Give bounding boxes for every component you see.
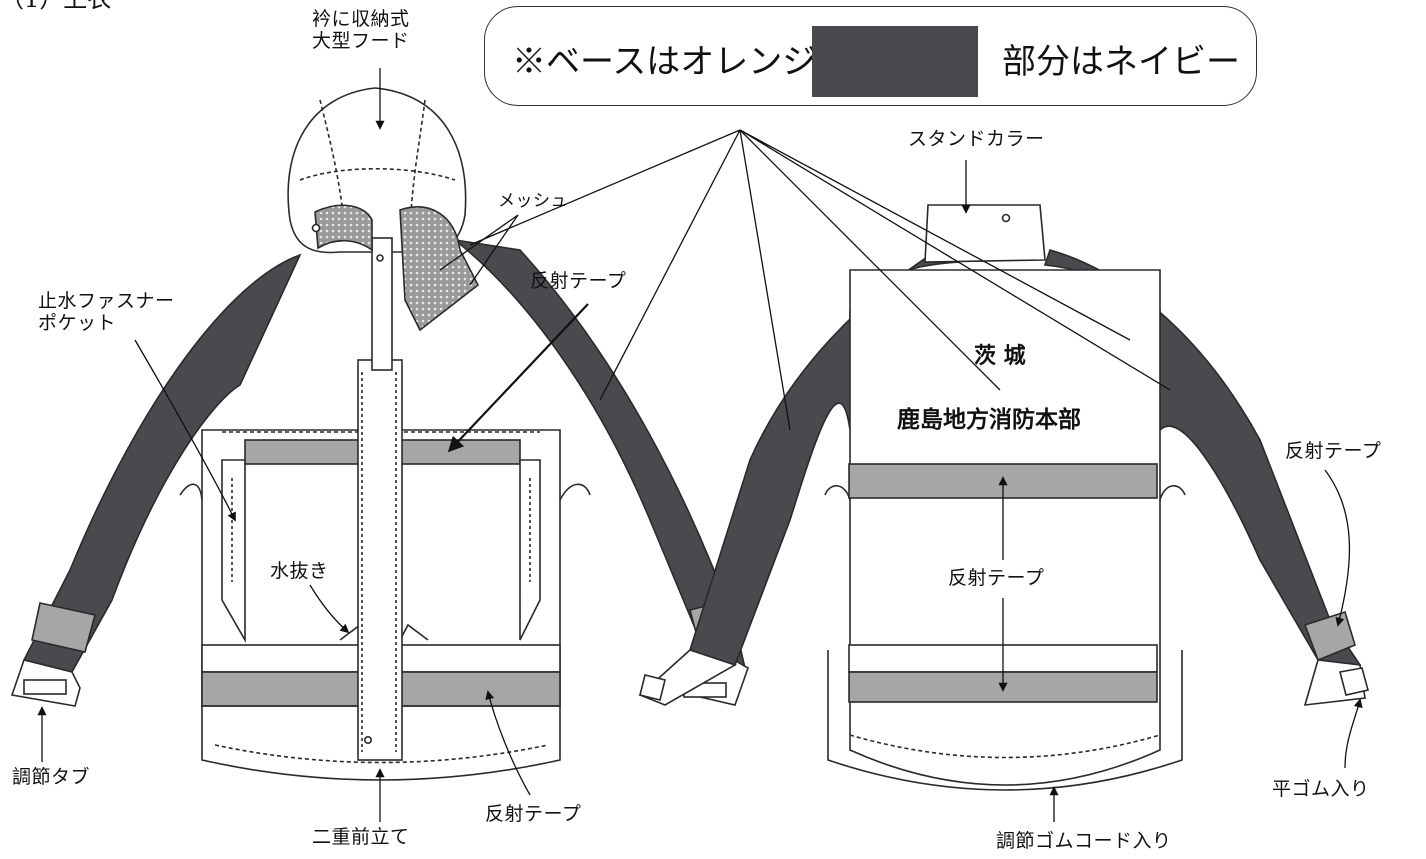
label-waterproof-pocket: 止水ファスナー ポケット bbox=[38, 290, 175, 334]
front-left-sleeve bbox=[22, 253, 302, 673]
label-adjust-tab: 調節タブ bbox=[12, 766, 91, 788]
label-reflective-cuff: 反射テープ bbox=[1285, 440, 1382, 462]
back-view bbox=[638, 204, 1369, 791]
mesh-panel-left bbox=[314, 204, 373, 252]
label-reflective-hem: 反射テープ bbox=[485, 803, 582, 825]
back-print-line1: 茨 城 bbox=[974, 344, 1026, 369]
label-stand-collar: スタンドカラー bbox=[908, 128, 1045, 150]
front-left-sleeve-tape bbox=[31, 602, 96, 653]
legend-left-text: ※ベースはオレンジ、 bbox=[512, 42, 850, 82]
label-flat-elastic: 平ゴム入り bbox=[1272, 778, 1370, 800]
header-partial: （1）上衣 bbox=[0, 0, 111, 12]
label-reflective-chest: 反射テープ bbox=[530, 270, 627, 292]
label-elastic-cord: 調節ゴムコード入り bbox=[996, 830, 1172, 852]
label-drain: 水抜き bbox=[270, 560, 329, 582]
adjust-tab-left bbox=[23, 679, 67, 695]
label-mesh: メッシュ bbox=[498, 191, 568, 211]
legend-right-text: 部分はネイビー bbox=[1002, 42, 1240, 82]
mesh-panel-right bbox=[399, 206, 480, 332]
label-hood: 衿に収納式 大型フード bbox=[312, 8, 410, 52]
front-view bbox=[10, 87, 749, 781]
label-double-placket: 二重前立て bbox=[312, 826, 410, 848]
navy-swatch bbox=[812, 26, 978, 97]
label-reflective-back: 反射テープ bbox=[948, 567, 1045, 589]
leader-lines bbox=[37, 68, 1363, 822]
double-placket bbox=[357, 359, 403, 761]
back-print-line2: 鹿島地方消防本部 bbox=[897, 407, 1081, 433]
